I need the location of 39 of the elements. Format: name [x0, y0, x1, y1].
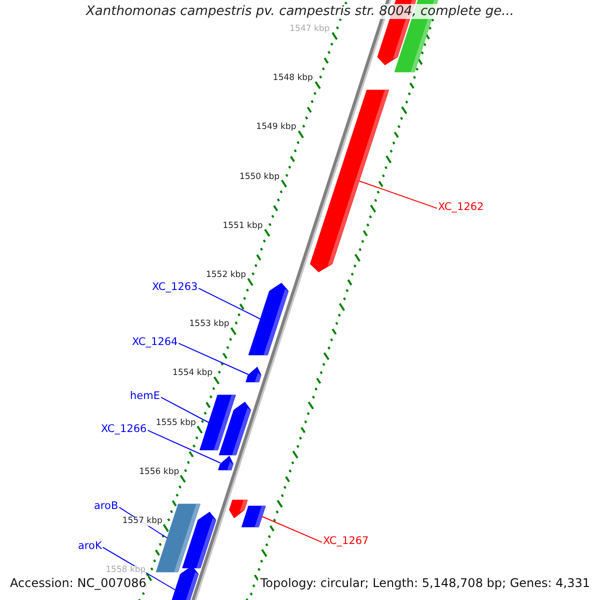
- leader-line: [262, 516, 322, 543]
- gene-label: XC_1263: [152, 282, 198, 292]
- gene-label: aroK: [78, 541, 102, 552]
- scale-label: 1554 kbp: [172, 369, 213, 378]
- gene-bar: [310, 90, 390, 272]
- gene-label: hemE: [130, 391, 160, 402]
- gene-bar: [241, 506, 266, 528]
- gene-bar: [170, 566, 199, 600]
- scale-label: 1550 kbp: [239, 172, 280, 182]
- scale-label: 1547 kbp: [290, 25, 330, 34]
- gene-bar: [248, 282, 289, 356]
- gene-bar: [182, 512, 216, 568]
- leader-line: [160, 396, 210, 423]
- leader-line: [178, 342, 249, 375]
- scale-label: 1552 kbp: [206, 271, 246, 280]
- gene-label: XC_1264: [132, 337, 178, 348]
- scale-label: 1551 kbp: [222, 222, 263, 230]
- gene-bar: [200, 394, 236, 450]
- scale-label: 1555 kbp: [156, 418, 196, 428]
- gene-label: XC_1266: [101, 424, 147, 434]
- accession-text: Accession: NC_007086: [8, 576, 148, 590]
- leader-line: [198, 288, 261, 320]
- scale-label: 1556 kbp: [139, 468, 180, 476]
- leader-line: [147, 430, 221, 464]
- scale-label: 1548 kbp: [272, 74, 313, 83]
- leader-line: [102, 546, 176, 590]
- scale-label: 1558 kbp: [106, 566, 146, 575]
- gene-label: XC_1262: [438, 202, 484, 212]
- gene-label: XC_1267: [323, 536, 369, 546]
- gene-bar: [218, 456, 234, 470]
- genome-summary-text: Topology: circular; Length: 5,148,708 bp; Genes: 4,331: [258, 576, 592, 590]
- gene-bar: [246, 366, 262, 382]
- scale-label: 1553 kbp: [189, 320, 230, 329]
- gene-bar: [229, 500, 248, 518]
- scale-label: 1557 kbp: [122, 517, 162, 526]
- leader-line: [358, 180, 438, 209]
- gene-label: aroB: [94, 501, 118, 512]
- scale-label: 1549 kbp: [256, 123, 296, 132]
- gene-bar: [218, 402, 252, 456]
